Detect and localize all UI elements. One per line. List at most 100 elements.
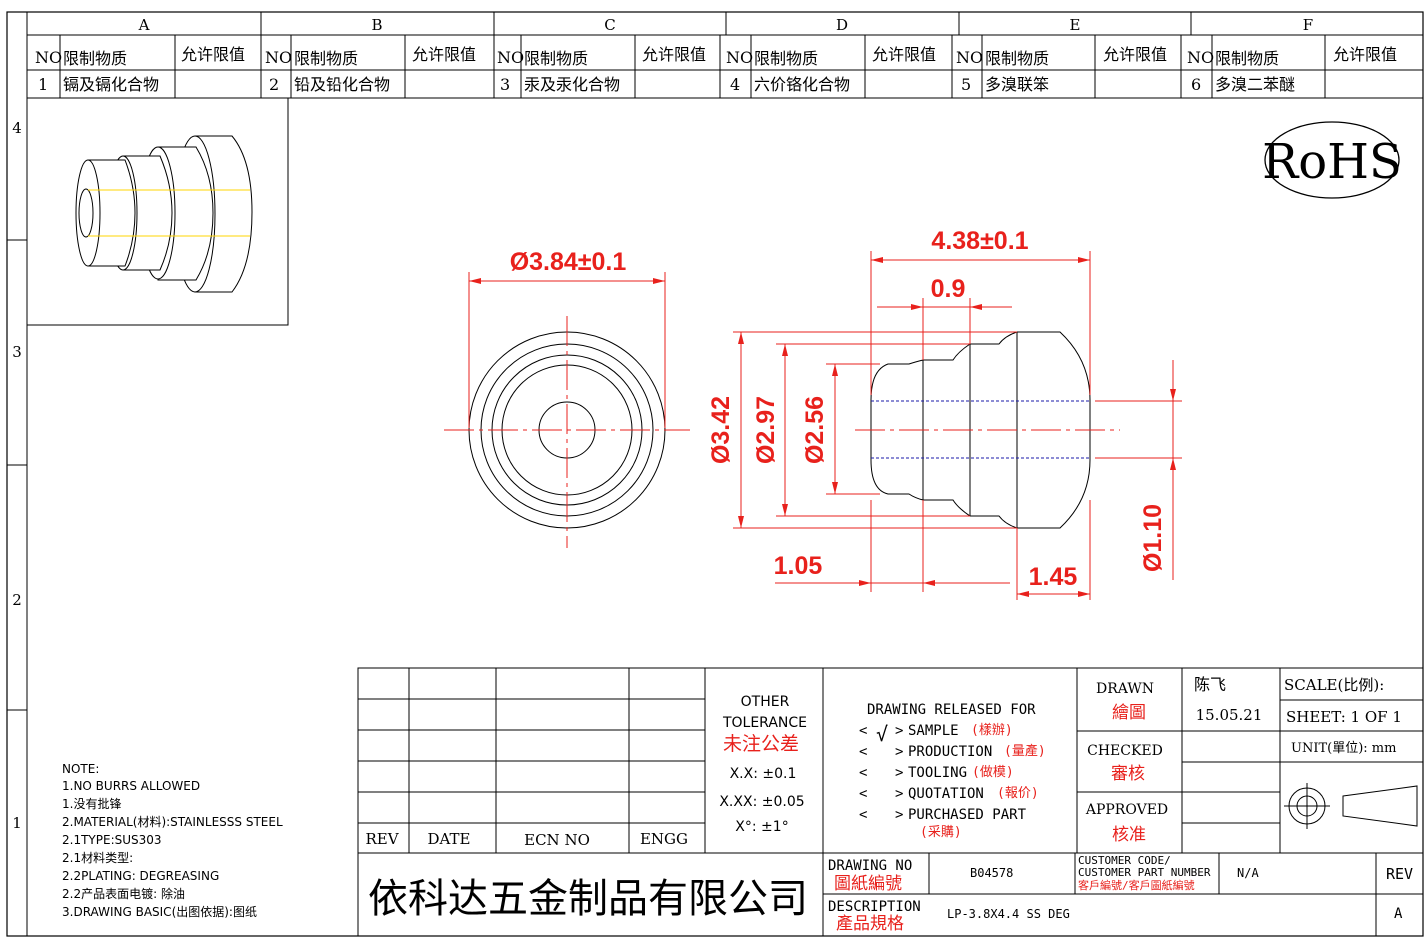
header-substance: 限制物质: [524, 49, 588, 68]
release-option-cn: (樣辦): [971, 723, 1013, 738]
header-no: NO: [497, 48, 524, 67]
release-option: TOOLING: [908, 765, 967, 781]
dim-dia-1-10: Ø1.10: [1139, 504, 1167, 572]
dim-outer-diameter: Ø3.84±0.1: [510, 248, 627, 276]
svg-text:<: <: [859, 744, 867, 760]
tolerance-cn: 未注公差: [723, 733, 799, 755]
zone-row-4: 4: [12, 119, 22, 137]
engg-header: ENGG: [640, 830, 688, 848]
zone-col-e: E: [1070, 16, 1081, 34]
zone-col-b: B: [371, 16, 382, 34]
note-line: 2.1材料类型:: [62, 851, 133, 865]
header-limit: 允许限值: [1333, 45, 1397, 64]
description-label: DESCRIPTION: [828, 899, 921, 915]
svg-text:<: <: [859, 807, 867, 823]
note-line: 2.1TYPE:SUS303: [62, 833, 162, 847]
approved-label: APPROVED: [1085, 802, 1168, 818]
tolerance-block: OTHER TOLERANCE 未注公差 X.X: ±0.1 X.XX: ±0.…: [719, 694, 807, 835]
description-cn: 產品規格: [836, 914, 904, 934]
drawn-cn: 繪圖: [1112, 703, 1146, 723]
note-line: 1.没有批锋: [62, 796, 121, 811]
dim-dia-2-97: Ø2.97: [752, 396, 780, 464]
dim-dia-2-56: Ø2.56: [801, 396, 829, 464]
tolerance-title: OTHER: [741, 694, 790, 710]
scale-label: SCALE(比例):: [1284, 676, 1384, 694]
header-limit: 允许限值: [412, 45, 476, 64]
approval-block: DRAWN 繪圖 陈飞 15.05.21 CHECKED 審核 APPROVED…: [1085, 675, 1263, 845]
date-header: DATE: [428, 830, 471, 848]
drawing-no-label: DRAWING NO: [828, 858, 912, 874]
side-view: 4.38±0.1 0.9 1.05 1.45 Ø3.42 Ø2.97 Ø2.56…: [707, 227, 1182, 600]
unit-label: UNIT(單位): mm: [1291, 741, 1396, 756]
isometric-view: [26, 97, 289, 326]
sheet-label: SHEET: 1 OF 1: [1286, 708, 1402, 726]
zone-col-c: C: [604, 16, 615, 34]
header-substance: 限制物质: [63, 49, 127, 68]
substance-name: 多溴二苯醚: [1215, 75, 1295, 94]
header-no: NO: [35, 48, 62, 67]
substance-name: 铅及铅化合物: [294, 75, 390, 94]
release-title: DRAWING RELEASED FOR: [867, 702, 1036, 718]
header-limit: 允许限值: [642, 45, 706, 64]
note-line: 1.NO BURRS ALLOWED: [62, 779, 200, 793]
header-substance: 限制物质: [294, 49, 358, 68]
front-view: Ø3.84±0.1: [444, 248, 690, 548]
note-line: 3.DRAWING BASIC(出图依据):图纸: [62, 904, 257, 919]
svg-text:<: <: [859, 765, 867, 781]
zone-col-f: F: [1303, 16, 1313, 34]
tolerance-x2: X.XX: ±0.05: [719, 794, 804, 810]
title-block: [357, 667, 1424, 937]
release-option: QUOTATION: [908, 786, 984, 802]
customer-value: N/A: [1237, 866, 1259, 880]
header-limit: 允许限值: [872, 45, 936, 64]
substance-no: 2: [269, 75, 279, 94]
drawing-no-cn: 圖紙編號: [834, 874, 902, 894]
drawn-date: 15.05.21: [1196, 706, 1263, 724]
customer-cn: 客戶編號/客戶圖紙編號: [1078, 878, 1195, 892]
check-mark-icon: √: [876, 722, 888, 746]
svg-text:<: <: [859, 786, 867, 802]
substance-name: 汞及汞化合物: [524, 75, 620, 94]
svg-text:>: >: [895, 744, 903, 760]
projection-symbol-icon: [1284, 783, 1418, 829]
note-line: 2.2PLATING: DEGREASING: [62, 869, 219, 883]
substance-no: 6: [1191, 75, 1201, 94]
release-option-cn: (量產): [1004, 743, 1046, 759]
release-option: PURCHASED PART: [908, 807, 1027, 823]
zone-col-d: D: [836, 16, 848, 34]
checked-label: CHECKED: [1087, 743, 1163, 759]
tolerance-deg: X°: ±1°: [735, 819, 788, 835]
release-option-cn: (報价): [997, 786, 1039, 801]
company-name: 依科达五金制品有限公司: [368, 876, 808, 922]
header-no: NO: [956, 48, 983, 67]
dim-dia-3-42: Ø3.42: [707, 396, 735, 464]
note-line: 2.MATERIAL(材料):STAINLESSS STEEL: [62, 815, 283, 829]
zone-row-2: 2: [12, 591, 22, 609]
release-option-cn: (采購): [920, 825, 962, 840]
tolerance-x1: X.X: ±0.1: [730, 766, 797, 782]
header-no: NO: [726, 48, 753, 67]
note-line: 2.2产品表面电镀: 除油: [62, 886, 185, 901]
rev-header: REV: [365, 830, 399, 848]
substance-no: 4: [730, 75, 740, 94]
header-substance: 限制物质: [985, 49, 1049, 68]
release-option: PRODUCTION: [908, 744, 992, 760]
ecn-header: ECN NO: [524, 831, 590, 849]
substance-no: 5: [961, 75, 971, 94]
dim-1-45: 1.45: [1029, 563, 1078, 591]
drawing-info: DRAWING NO 圖紙編號 B04578 CUSTOMER CODE/ CU…: [828, 854, 1413, 934]
description-value: LP-3.8X4.4 SS DEG: [947, 907, 1070, 921]
svg-text:RoHS: RoHS: [1262, 134, 1402, 190]
tolerance-title: TOLERANCE: [722, 715, 807, 731]
customer-label: CUSTOMER CODE/: [1078, 854, 1171, 867]
dim-overall-length: 4.38±0.1: [931, 227, 1028, 255]
header-limit: 允许限值: [1103, 45, 1167, 64]
dim-1-05: 1.05: [774, 552, 823, 580]
customer-label: CUSTOMER PART NUMBER: [1078, 866, 1211, 879]
notes: NOTE: 1.NO BURRS ALLOWED 1.没有批锋 2.MATERI…: [62, 762, 283, 919]
drawn-name: 陈飞: [1194, 675, 1226, 694]
substance-no: 1: [38, 75, 48, 94]
rohs-logo: RoHS: [1262, 121, 1402, 199]
dim-step-width: 0.9: [931, 275, 966, 303]
